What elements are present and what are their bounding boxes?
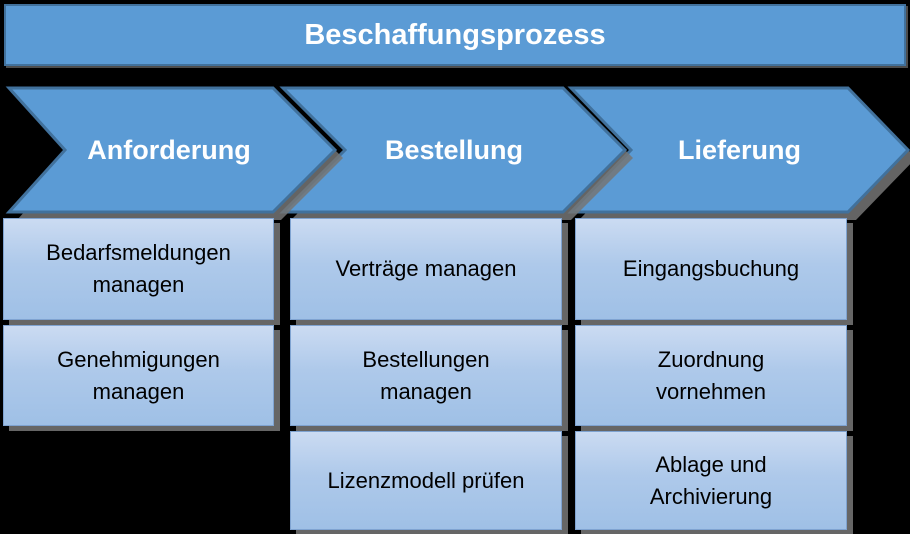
arrow-lieferung	[567, 86, 910, 214]
arrow-bestellung	[279, 86, 628, 214]
task-box: Verträge managen	[290, 218, 562, 320]
task-label: Eingangsbuchung	[622, 256, 800, 282]
task-box: Genehmigungen managen	[3, 325, 274, 426]
task-label: Verträge managen	[335, 256, 517, 282]
task-box: Ablage und Archivierung	[575, 431, 847, 530]
task-column-bestellung: Verträge managen Bestellungen managen Li…	[290, 218, 562, 530]
task-label: Ablage und Archivierung	[649, 451, 773, 509]
arrow-anforderung	[5, 86, 338, 214]
process-title-banner: Beschaffungsprozess	[4, 4, 906, 66]
task-box: Bedarfsmeldungen managen	[3, 218, 274, 320]
task-box: Bestellungen managen	[290, 325, 562, 426]
task-column-anforderung: Bedarfsmeldungen managen Genehmigungen m…	[3, 218, 274, 426]
task-label: Bedarfsmeldungen managen	[46, 240, 231, 297]
process-title: Beschaffungsprozess	[304, 18, 606, 51]
task-label: Bestellungen managen	[362, 346, 490, 404]
task-box: Eingangsbuchung	[575, 218, 847, 320]
task-column-lieferung: Eingangsbuchung Zuordnung vornehmen Abla…	[575, 218, 847, 530]
task-label: Lizenzmodell prüfen	[327, 467, 525, 493]
task-box: Zuordnung vornehmen	[575, 325, 847, 426]
task-box: Lizenzmodell prüfen	[290, 431, 562, 530]
task-label: Zuordnung vornehmen	[655, 346, 767, 404]
task-label: Genehmigungen managen	[57, 346, 220, 404]
